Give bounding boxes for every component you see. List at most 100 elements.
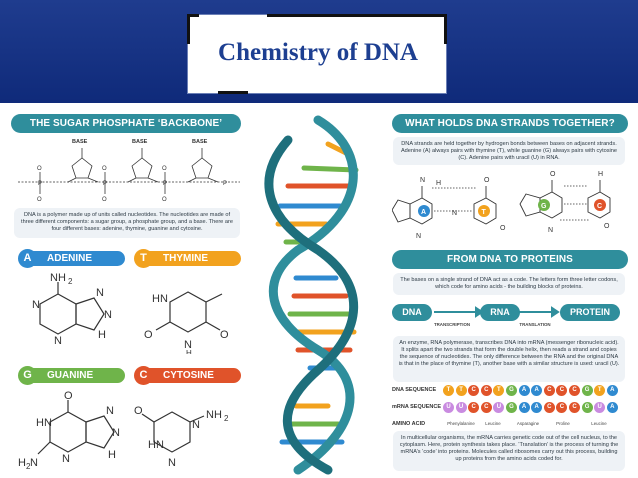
dna-sequence-label: DNA SEQUENCE [392, 387, 437, 393]
amino-acid-label: Leucine [485, 421, 501, 426]
svg-text:N: N [96, 287, 104, 299]
thymine-label: THYMINE [149, 251, 241, 266]
svg-text:N: N [168, 457, 176, 469]
sequence-base: A [518, 402, 530, 413]
sequence-base: U [594, 402, 606, 413]
svg-text:G: G [541, 203, 547, 210]
thymine-heading: T THYMINE [134, 249, 241, 268]
guanine-heading: G GUANINE [18, 366, 125, 385]
svg-text:N: N [30, 457, 38, 469]
svg-text:O: O [134, 405, 143, 417]
sequence-base: T [455, 385, 467, 396]
svg-text:N: N [62, 453, 70, 465]
flow-dna: DNA [392, 304, 432, 321]
base-label: BASE [72, 139, 88, 145]
svg-text:P: P [223, 181, 227, 187]
sequence-base: C [556, 385, 568, 396]
amino-acid-label: AMINO ACID [392, 421, 426, 427]
adenine-heading: A ADENINE [18, 249, 125, 268]
svg-text:N: N [184, 339, 192, 351]
sequence-base: C [480, 385, 492, 396]
svg-text:HN: HN [152, 293, 168, 305]
sequence-base: C [468, 402, 480, 413]
sequence-base: C [468, 385, 480, 396]
transcription-label: TRANSCRIPTION [433, 322, 471, 327]
guanine-label: GUANINE [33, 368, 125, 383]
svg-text:O: O [144, 329, 153, 341]
svg-text:N: N [54, 335, 62, 347]
svg-text:N: N [106, 405, 114, 417]
sequence-base: C [543, 385, 555, 396]
sequence-base: G [581, 385, 593, 396]
svg-text:N: N [548, 227, 553, 234]
cytosine-label: CYTOSINE [149, 368, 241, 383]
proteins-intro: The bases on a single strand of DNA act … [393, 273, 625, 295]
svg-text:2: 2 [26, 462, 31, 471]
svg-text:N: N [112, 427, 120, 439]
thymine-structure: HN NH O O [144, 291, 229, 354]
svg-text:N: N [452, 210, 457, 217]
sequence-base: C [556, 402, 568, 413]
svg-text:HN: HN [36, 417, 52, 429]
amino-acid-label: Phenylalanine [447, 421, 475, 426]
dna-to-protein-arrows [434, 306, 560, 318]
svg-text:O: O [220, 329, 229, 341]
svg-text:H: H [18, 457, 26, 469]
dna-double-helix-illustration [264, 115, 359, 475]
svg-text:O: O [102, 166, 107, 172]
svg-text:2: 2 [68, 277, 73, 286]
adenine-label: ADENINE [33, 251, 125, 266]
svg-text:O: O [37, 166, 42, 172]
sequence-base: U [443, 402, 454, 413]
svg-text:HN: HN [148, 439, 164, 451]
svg-text:O: O [604, 223, 610, 230]
holds-heading: WHAT HOLDS DNA STRANDS TOGETHER? [392, 114, 628, 133]
svg-text:A: A [421, 209, 426, 216]
svg-text:2: 2 [224, 414, 229, 423]
closing-description: In multicellular organisms, the mRNA car… [393, 431, 625, 471]
sequence-base: C [569, 385, 580, 396]
sequence-base: C [480, 402, 492, 413]
flow-protein: PROTEIN [560, 304, 620, 321]
svg-text:H: H [186, 349, 192, 354]
enzyme-description: An enzyme, RNA polymerase, transcribes D… [393, 336, 625, 382]
proteins-heading: FROM DNA TO PROTEINS [392, 250, 628, 269]
svg-text:O: O [162, 197, 167, 203]
backbone-heading: THE SUGAR PHOSPHATE ‘BACKBONE’ [11, 114, 241, 133]
base-label: BASE [132, 139, 148, 145]
svg-text:P: P [103, 181, 107, 187]
amino-acid-label: Asparagine [516, 421, 540, 426]
sequence-base: A [518, 385, 530, 396]
svg-text:H: H [98, 329, 106, 341]
svg-text:N: N [104, 309, 112, 321]
thymine-letter-badge: T [134, 249, 153, 268]
sequence-base: T [594, 385, 606, 396]
svg-text:O: O [500, 225, 506, 232]
sequence-base: U [493, 402, 505, 413]
title-box: Chemistry of DNA [187, 14, 447, 94]
amino-acid-label: Proline [556, 421, 570, 426]
flow-rna: RNA [480, 304, 520, 321]
backbone-description: DNA is a polymer made up of units called… [14, 208, 240, 238]
svg-text:H: H [436, 180, 441, 187]
sequence-base: C [569, 402, 580, 413]
sequence-base: T [493, 385, 505, 396]
sequence-base: A [606, 385, 618, 396]
sequence-base: A [531, 385, 543, 396]
svg-text:O: O [64, 390, 73, 402]
sequence-base: T [443, 385, 454, 396]
svg-text:N: N [420, 177, 425, 184]
svg-text:N: N [192, 419, 200, 431]
svg-text:O: O [37, 197, 42, 203]
sequence-base: G [506, 385, 517, 396]
svg-text:O: O [550, 171, 556, 178]
sequence-base: A [606, 402, 618, 413]
amino-acid-label: Leucine [591, 421, 607, 426]
svg-text:O: O [162, 166, 167, 172]
guanine-letter-badge: G [18, 366, 37, 385]
